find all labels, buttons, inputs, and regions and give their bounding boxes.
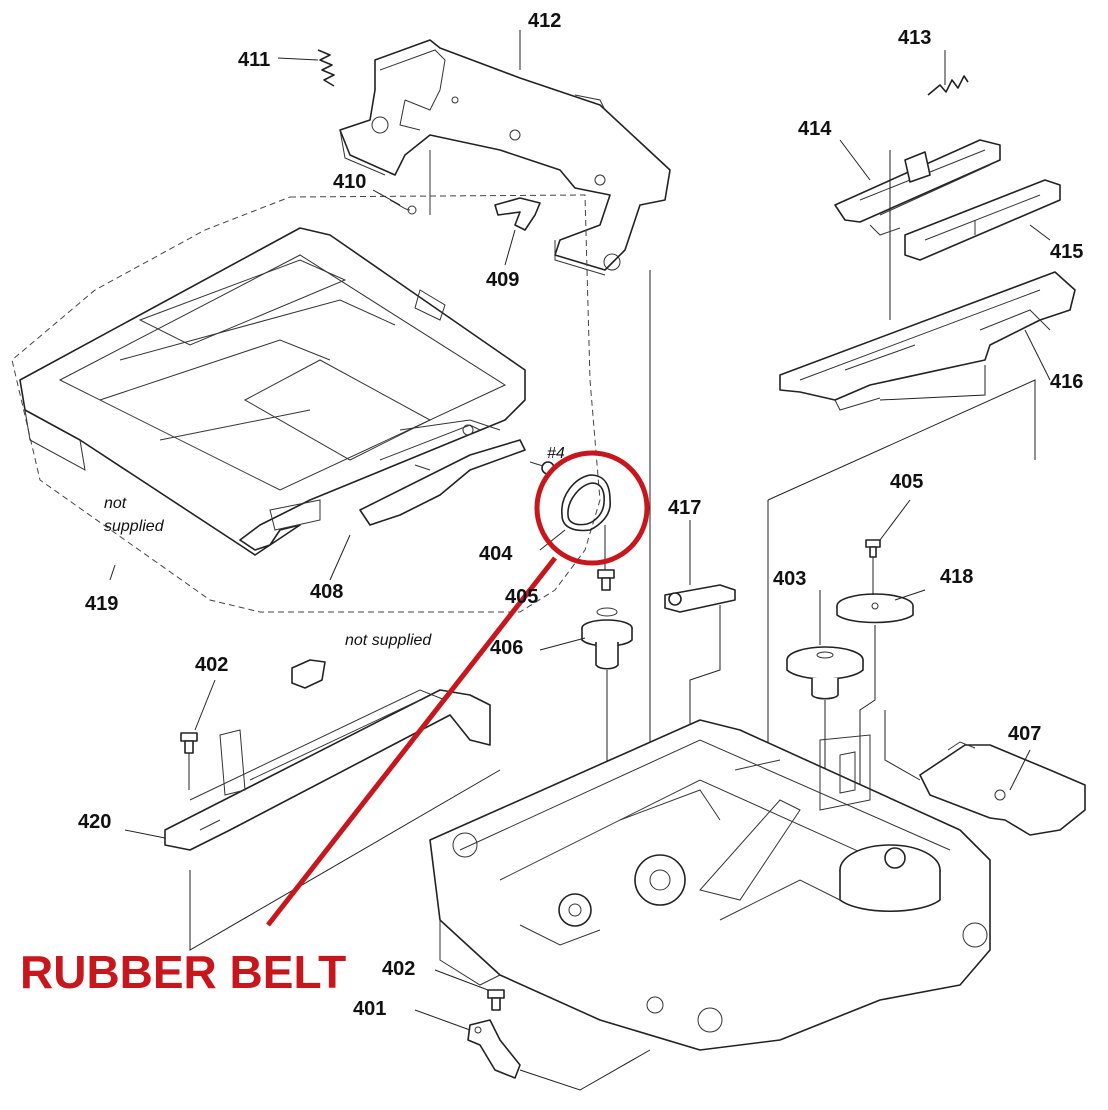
note-not-supplied-plate: not supplied	[345, 632, 432, 649]
label-415: 415	[1050, 241, 1083, 263]
screw-402-left	[180, 732, 198, 790]
screw-label-4: #4	[547, 445, 565, 462]
label-403: 403	[773, 568, 806, 590]
plate-not-supplied	[291, 659, 326, 689]
slider-416	[779, 271, 1076, 411]
label-406: 406	[490, 637, 523, 659]
label-414: 414	[798, 118, 832, 140]
label-413: 413	[898, 27, 931, 49]
rubber-belt-404	[561, 474, 611, 532]
label-412: 412	[528, 10, 561, 32]
label-419: 419	[85, 593, 118, 615]
label-401: 401	[353, 998, 386, 1020]
gear-418	[836, 593, 914, 840]
callout-circle	[534, 450, 650, 566]
label-404: 404	[479, 543, 513, 565]
rubber-belt-callout: RUBBER BELT	[20, 450, 650, 998]
screw-405-right	[865, 539, 881, 595]
slider-415	[904, 179, 1061, 261]
spring-411	[317, 49, 335, 87]
label-405-middle: 405	[505, 586, 538, 608]
label-408: 408	[310, 581, 343, 603]
lever-407	[884, 710, 1086, 836]
note-not-supplied-tray-line2: supplied	[104, 518, 165, 535]
label-402-bottom: 402	[382, 958, 415, 980]
tray-assembly-419	[11, 194, 601, 613]
label-418: 418	[940, 566, 973, 588]
label-407: 407	[1008, 723, 1041, 745]
gear-403	[786, 646, 864, 810]
assembly-line-416	[879, 365, 986, 401]
screw-402-bottom	[487, 989, 505, 1011]
label-420: 420	[78, 811, 111, 833]
label-405-right: 405	[890, 471, 923, 493]
callout-pointer	[266, 556, 557, 927]
label-411: 411	[238, 49, 270, 71]
lever-408	[359, 424, 526, 526]
callout-label: RUBBER BELT	[20, 946, 346, 998]
bracket-401	[467, 1019, 521, 1079]
label-417: 417	[668, 497, 701, 519]
spring-413	[927, 75, 969, 96]
pulley-406	[581, 607, 633, 670]
slider-414	[834, 139, 1001, 236]
clip-409	[494, 197, 541, 231]
label-416: 416	[1050, 371, 1083, 393]
note-not-supplied-tray-line1: not	[104, 495, 127, 512]
label-409: 409	[486, 269, 519, 291]
main-chassis	[429, 719, 991, 1051]
label-402-left: 402	[195, 654, 228, 676]
bracket-412	[339, 39, 671, 276]
lever-417	[664, 584, 736, 740]
screw-405-middle	[597, 569, 615, 591]
slider-420	[164, 689, 491, 851]
label-410: 410	[333, 171, 366, 193]
